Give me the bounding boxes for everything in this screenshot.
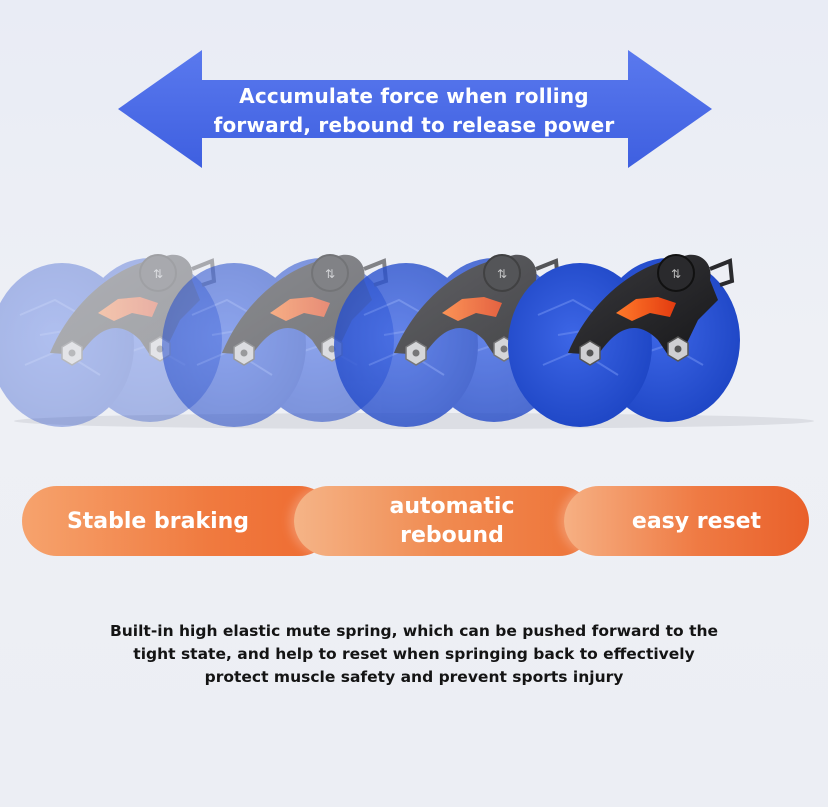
description-line-3: protect muscle safety and prevent sports…: [204, 668, 624, 686]
description-line-2: tight state, and help to reset when spri…: [133, 645, 695, 663]
feature-stable-braking: Stable braking: [22, 486, 334, 556]
feature-label: easy reset: [631, 508, 762, 534]
feature-easy-reset: easy reset: [564, 486, 809, 556]
double-arrow-icon: [118, 50, 712, 168]
description-line-1: Built-in high elastic mute spring, which…: [109, 622, 719, 640]
roller-frame-4: [506, 252, 742, 429]
ab-roller-illustration: ⇅: [0, 252, 814, 429]
description: Built-in high elastic mute spring, which…: [70, 620, 758, 689]
headline-line-2: forward, rebound to release power: [213, 113, 615, 137]
feature-label-line-1: automatic: [389, 494, 515, 519]
feature-bars: Stable braking automatic rebound easy re…: [22, 486, 809, 556]
headline: Accumulate force when rolling forward, r…: [0, 82, 828, 140]
feature-label: automatic rebound: [381, 492, 514, 550]
feature-label-line-2: rebound: [400, 523, 504, 548]
feature-automatic-rebound: automatic rebound: [294, 486, 594, 556]
feature-label: Stable braking: [66, 508, 250, 534]
headline-line-1: Accumulate force when rolling: [239, 84, 589, 108]
